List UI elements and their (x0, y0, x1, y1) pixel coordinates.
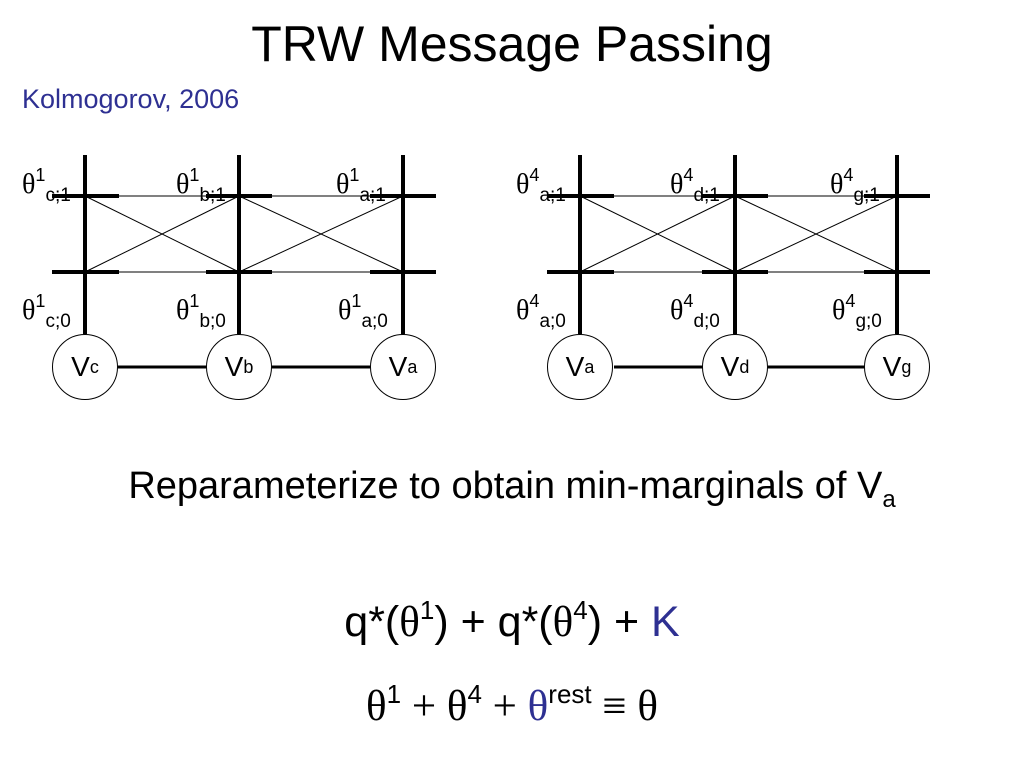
pairwise-edges (84, 195, 404, 273)
label-theta1-c1: θ1c;1 (22, 165, 71, 206)
label-theta4-g1: θ4g;1 (830, 165, 880, 206)
label-theta4-a1: θ4a;1 (516, 165, 566, 206)
label-theta4-a0: θ4a;0 (516, 291, 566, 332)
tree-2-graphics (547, 155, 930, 369)
label-theta1-a0: θ1a;0 (338, 291, 388, 332)
label-theta4-d0: θ4d;0 (670, 291, 720, 332)
tree-1-graphics (52, 155, 436, 369)
equation-min-marginal-sum: q*(θ1) + q*(θ4) + K (344, 595, 680, 646)
label-theta1-a1: θ1a;1 (336, 165, 386, 206)
label-theta4-g0: θ4g;0 (832, 291, 882, 332)
constant-k: K (651, 598, 680, 646)
slide-title: TRW Message Passing (251, 16, 773, 72)
caption: Reparameterize to obtain min-marginals o… (128, 465, 896, 513)
label-theta4-d1: θ4d;1 (670, 165, 720, 206)
label-theta1-b1: θ1b;1 (176, 165, 226, 206)
label-theta1-c0: θ1c;0 (22, 291, 71, 332)
label-theta1-b0: θ1b;0 (176, 291, 226, 332)
equation-reparameterization: θ1 + θ4 + θrest ≡ θ (365, 679, 658, 730)
pairwise-edges-2 (579, 195, 898, 273)
citation: Kolmogorov, 2006 (22, 84, 240, 114)
